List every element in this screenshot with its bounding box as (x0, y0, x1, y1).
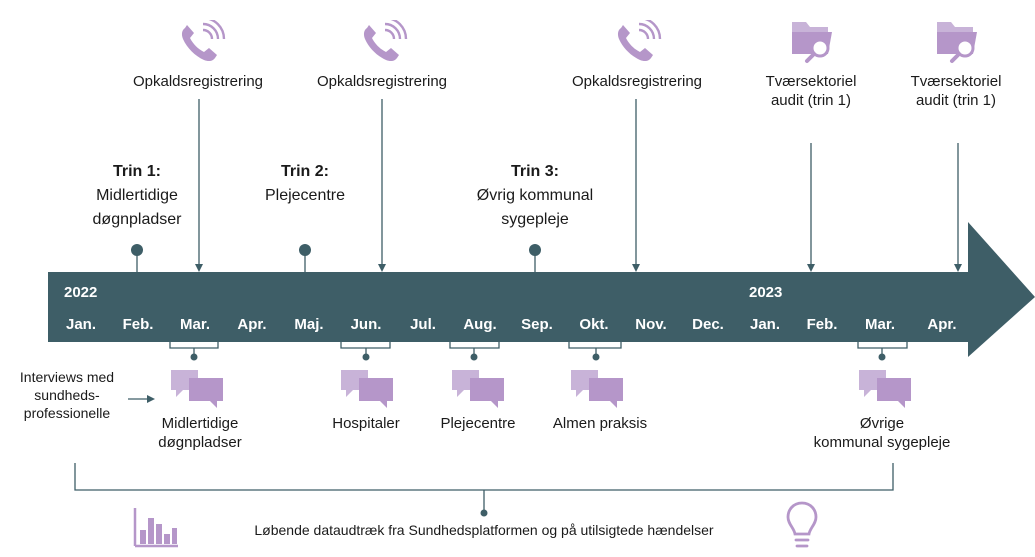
stage-3-title: Trin 3: (510, 163, 559, 180)
phone-icon (617, 20, 662, 62)
lightbulb-icon (786, 501, 818, 548)
month-aug-2022: Aug. (463, 316, 497, 333)
interviews-label-line-1: Interviews med (19, 369, 115, 385)
event-label-5: Tværsektoriel audit (trin 1) (895, 72, 1017, 110)
stage-pin-3 (529, 244, 541, 272)
stage-3-line-1: Øvrig kommunal (476, 187, 594, 204)
event-label-5-line-2: audit (trin 1) (915, 92, 997, 109)
event-label-5-line-1: Tværsektoriel (910, 73, 1002, 90)
interview-label-1-line-1: Midlertidige (161, 415, 239, 432)
interview-dot-4 (592, 353, 600, 361)
interview-label-1: Midlertidige døgnpladser (140, 414, 260, 452)
stage-pin-2 (299, 244, 311, 272)
stage-1: Trin 1: Midlertidige døgnpladser (67, 160, 207, 232)
stage-2-line-1: Plejecentre (264, 187, 346, 204)
chat-icon (859, 370, 911, 408)
chat-icon (341, 370, 393, 408)
stage-2-title: Trin 2: (280, 163, 329, 180)
phone-icon (363, 20, 408, 62)
chat-icon (571, 370, 623, 408)
month-apr-2023: Apr. (927, 316, 957, 333)
bar-chart-icon (133, 508, 178, 548)
folder-search-icon (937, 22, 977, 63)
stage-1-line-1: Midlertidige (96, 187, 178, 204)
month-mar-2022: Mar. (179, 316, 210, 333)
stage-2: Trin 2: Plejecentre (235, 160, 375, 208)
interview-label-5-line-2: kommunal sygepleje (813, 434, 951, 451)
interview-label-2: Hospitaler (332, 415, 400, 432)
interview-label-1-line-2: døgnpladser (158, 434, 242, 451)
stage-1-line-2: døgnpladser (92, 211, 182, 228)
event-label-1: Opkaldsregistrering (132, 73, 264, 90)
interview-dot-2 (362, 353, 370, 361)
month-okt-2022: Okt. (579, 316, 609, 333)
bottom-bracket (74, 463, 894, 513)
year-2022: 2022 (64, 284, 98, 301)
month-jul-2022: Jul. (410, 316, 436, 333)
timeline-arrow (48, 222, 1035, 357)
event-label-2: Opkaldsregistrering (316, 73, 448, 90)
month-feb-2022: Feb. (122, 316, 154, 333)
interviews-label: Interviews med sundheds- professionelle (4, 368, 130, 422)
stage-pin-1 (131, 244, 143, 272)
interview-label-3: Plejecentre (440, 415, 516, 432)
event-label-4-line-2: audit (trin 1) (770, 92, 852, 109)
interviews-label-line-3: professionelle (23, 405, 111, 421)
interview-dot-5 (878, 353, 886, 361)
interview-label-4: Almen praksis (552, 415, 648, 432)
month-apr-2022: Apr. (237, 316, 267, 333)
month-feb-2023: Feb. (806, 316, 838, 333)
month-jan-2023: Jan. (749, 316, 780, 333)
phone-icon (181, 20, 226, 62)
month-dec-2022: Dec. (692, 316, 724, 333)
interview-label-5: Øvrige kommunal sygepleje (800, 414, 964, 452)
month-mar-2023: Mar. (864, 316, 895, 333)
interview-dot-1 (190, 353, 198, 361)
event-label-4-line-1: Tværsektoriel (765, 73, 857, 90)
month-jan-2022: Jan. (65, 316, 96, 333)
event-label-4: Tværsektoriel audit (trin 1) (750, 72, 872, 110)
stage-1-title: Trin 1: (112, 163, 161, 180)
chat-icon (452, 370, 504, 408)
bottom-dot (480, 509, 488, 517)
month-maj-2022: Maj. (294, 316, 324, 333)
interview-label-5-line-1: Øvrige (859, 415, 905, 432)
year-2023: 2023 (749, 284, 783, 301)
stage-3-line-2: sygepleje (501, 211, 569, 228)
chat-icon (171, 370, 223, 408)
interviews-label-line-2: sundheds- (34, 387, 100, 403)
month-nov-2022: Nov. (635, 316, 667, 333)
event-label-3: Opkaldsregistrering (571, 73, 703, 90)
month-sep-2022: Sep. (521, 316, 553, 333)
month-jun-2022: Jun. (350, 316, 382, 333)
bottom-label: Løbende dataudtræk fra Sundhedsplatforme… (254, 522, 714, 538)
interview-dot-3 (470, 353, 478, 361)
folder-search-icon (792, 22, 832, 63)
stage-3: Trin 3: Øvrig kommunal sygepleje (460, 160, 610, 232)
